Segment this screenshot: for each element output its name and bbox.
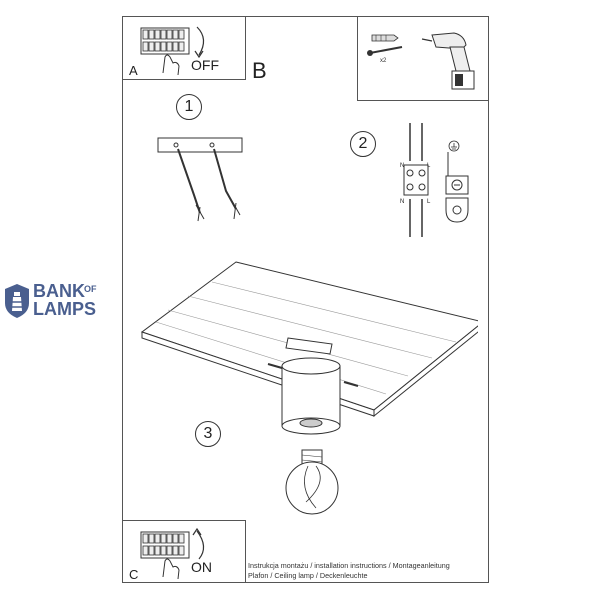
mounting-bracket: [285, 337, 333, 355]
breaker-on-illustration: [140, 527, 205, 580]
wire-label-n-bottom: N: [400, 199, 405, 205]
caption-line-1: Instrukcja montażu / installation instru…: [248, 561, 450, 570]
panel-a-power-off: A OFF: [122, 16, 246, 80]
brand-word-of: OF: [84, 284, 97, 294]
instruction-frame: [122, 16, 489, 583]
ceiling-mount-illustration: [140, 261, 478, 515]
ground-icon: [448, 140, 460, 152]
screw-icon: [367, 46, 403, 56]
ground-terminal-illustration: [445, 140, 469, 223]
terminal-block-illustration: [403, 123, 429, 237]
panel-c-power-on: C ON: [122, 520, 246, 583]
caption-line-2: Plafon / Ceiling lamp / Deckenleuchte: [248, 571, 368, 580]
drill-icon: [421, 32, 475, 90]
tools-box: x2: [357, 16, 489, 101]
brand-word-bank: BANK: [33, 281, 85, 301]
brand-logo: BANK OF LAMPS: [4, 281, 114, 321]
panel-a-state-text: OFF: [191, 57, 219, 73]
panel-c-state-text: ON: [191, 559, 212, 575]
panel-c-label: C: [129, 567, 139, 582]
brand-word-lamps: LAMPS: [33, 299, 96, 319]
screw-icon: [267, 363, 359, 387]
step-1-marker: 1: [176, 94, 202, 120]
wire-label-l-bottom: L: [427, 199, 431, 205]
step-1-wires-illustration: [157, 137, 243, 222]
screw-count-text: x2: [380, 58, 387, 64]
panel-b-label: B: [252, 58, 267, 83]
wire-label-n-top: N: [400, 163, 405, 169]
caption: Instrukcja montażu / installation instru…: [248, 561, 486, 581]
light-bulb: [285, 449, 339, 515]
lighthouse-icon: [5, 284, 29, 318]
breaker-off-illustration: [140, 26, 205, 76]
drill-and-screws-illustration: x2: [367, 32, 475, 90]
wall-plug-icon: [371, 34, 399, 42]
step-2-marker: 2: [350, 131, 376, 157]
lamp-base: [281, 357, 341, 435]
wire-label-l-top: L: [427, 163, 431, 169]
panel-a-label: A: [129, 63, 138, 78]
step-3-marker: 3: [195, 421, 221, 447]
